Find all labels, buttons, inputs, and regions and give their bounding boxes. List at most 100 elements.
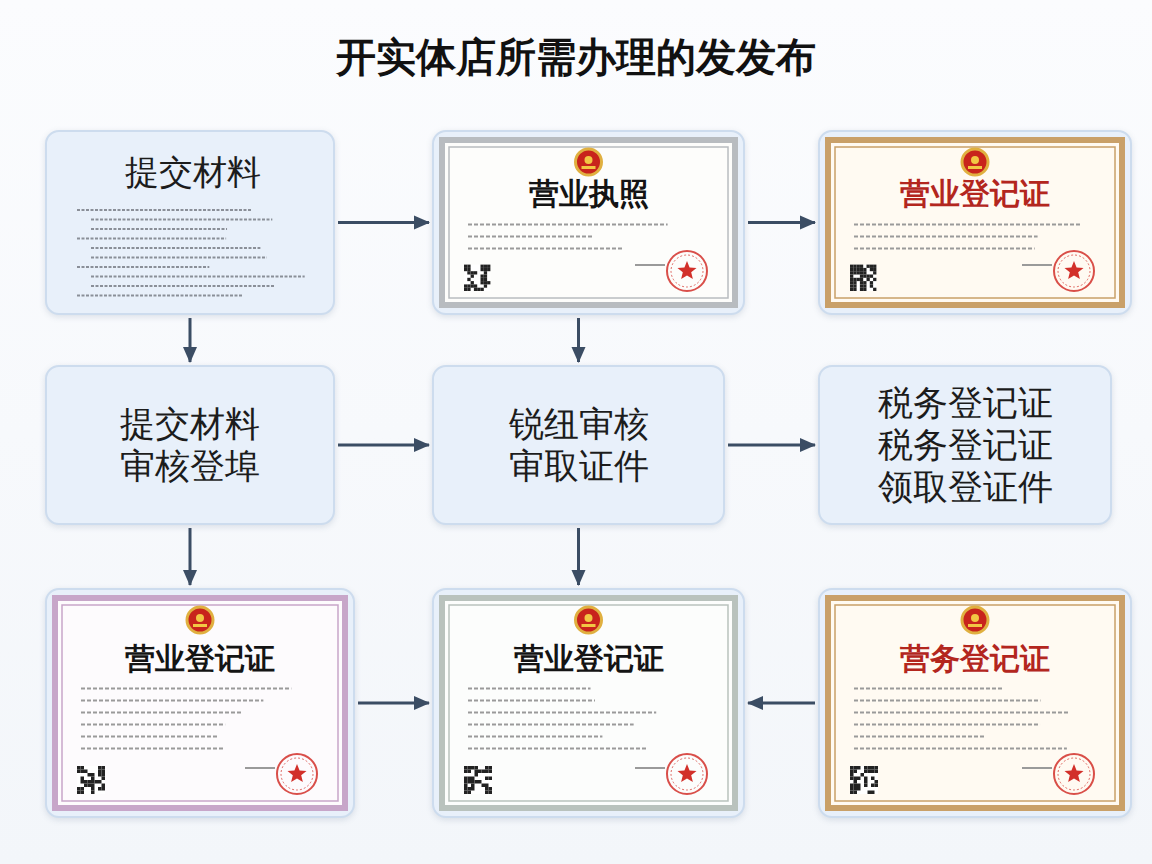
certificate-frame (442, 598, 735, 808)
qr-cell (77, 766, 81, 770)
qr-cell (850, 271, 853, 274)
certificate-box: 营业登记证 (45, 588, 355, 818)
qr-cell (464, 787, 468, 791)
qr-cell (468, 777, 472, 781)
qr-code (77, 766, 105, 794)
qr-cell (489, 777, 493, 781)
qr-cell (481, 265, 484, 268)
qr-cell (489, 766, 493, 770)
qr-cell (860, 284, 863, 287)
flow-arrow (338, 221, 429, 224)
qr-cell (468, 791, 472, 795)
qr-cell (870, 284, 873, 287)
certificate-text-line (854, 223, 1081, 225)
qr-cell (860, 265, 863, 268)
signature-line (245, 767, 275, 769)
qr-cell (481, 281, 484, 284)
qr-cell (98, 780, 102, 784)
qr-cell (860, 281, 863, 284)
qr-cell (871, 777, 875, 781)
qr-cell (484, 278, 487, 281)
qr-cell (471, 777, 475, 781)
flow-arrow (748, 221, 815, 224)
emblem-gate (582, 166, 596, 169)
red-seal (667, 754, 707, 794)
qr-cell (468, 780, 472, 784)
qr-cell (870, 268, 873, 271)
certificate-text-line (468, 247, 623, 249)
step-label: 锐纽审核 审取证件 (498, 403, 659, 487)
qr-cell (484, 284, 487, 287)
certificate-illustration (820, 590, 1130, 816)
flow-arrow (189, 318, 192, 362)
qr-cell (91, 784, 95, 788)
qr-cell (850, 773, 854, 777)
qr-cell (102, 787, 106, 791)
qr-cell (484, 268, 487, 271)
qr-cell (489, 787, 493, 791)
qr-code (850, 265, 876, 291)
flow-arrow (338, 444, 429, 447)
certificate-text-line (468, 724, 634, 726)
qr-cell (475, 770, 479, 774)
certificate-illustration (434, 132, 743, 313)
qr-cell (875, 784, 879, 788)
qr-cell (468, 770, 472, 774)
qr-cell (485, 777, 489, 781)
flow-arrow (577, 318, 580, 362)
certificate-text-line (81, 688, 291, 690)
certificate-text-line (468, 223, 668, 225)
qr-cell (102, 770, 106, 774)
qr-cell (868, 791, 872, 795)
signature-line (1022, 264, 1052, 266)
qr-cell (481, 275, 484, 278)
certificate-text-line (854, 748, 1067, 750)
seal-star (677, 764, 696, 782)
qr-cell (464, 288, 467, 291)
emblem-gate (193, 624, 207, 627)
certificate-text-line (854, 724, 1040, 726)
qr-cell (485, 784, 489, 788)
qr-cell (98, 766, 102, 770)
qr-cell (471, 275, 474, 278)
emblem-star (971, 156, 979, 164)
certificate-text-line (468, 700, 595, 702)
qr-cell (487, 268, 490, 271)
qr-cell (467, 284, 470, 287)
qr-cell (873, 265, 876, 268)
document-line (91, 285, 275, 287)
qr-cell (95, 780, 99, 784)
qr-cell (863, 275, 866, 278)
step-label: 提交材料 审核登埠 (110, 403, 271, 487)
qr-cell (88, 784, 92, 788)
qr-cell (853, 281, 856, 284)
qr-cell (868, 766, 872, 770)
qr-cell (91, 773, 95, 777)
flow-arrow (728, 444, 815, 447)
qr-code (464, 766, 492, 794)
certificate-frame (828, 598, 1122, 808)
document-title: 营业执照 (434, 176, 743, 212)
certificate-text-line (468, 736, 602, 738)
qr-cell (863, 288, 866, 291)
qr-cell (475, 780, 479, 784)
qr-cell (873, 268, 876, 271)
qr-cell (853, 271, 856, 274)
qr-cell (471, 787, 475, 791)
qr-cell (853, 284, 856, 287)
signature-line (635, 264, 665, 266)
qr-cell (875, 770, 879, 774)
qr-cell (485, 787, 489, 791)
certificate-text-line (468, 688, 591, 690)
certificate-text-line (854, 736, 984, 738)
certificate-box: 营业登记证 (432, 588, 745, 818)
qr-cell (850, 787, 854, 791)
qr-cell (870, 265, 873, 268)
qr-cell (853, 265, 856, 268)
qr-cell (873, 271, 876, 274)
seal-star (1064, 764, 1083, 782)
process-box: 提交材料 审核登埠 (45, 365, 335, 525)
qr-cell (850, 275, 853, 278)
emblem-gate (968, 624, 982, 627)
